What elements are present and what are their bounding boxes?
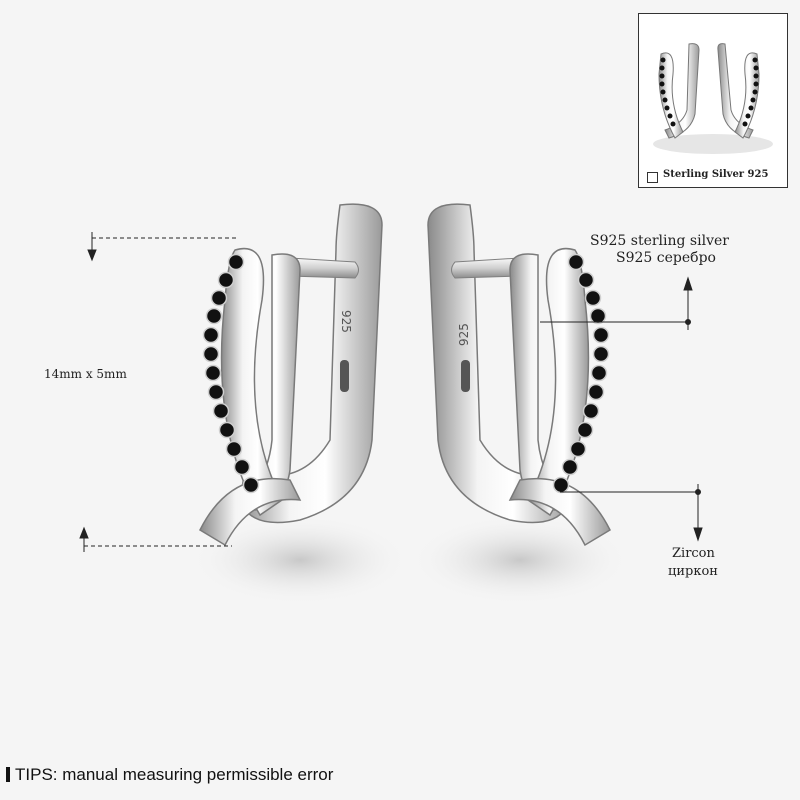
- thumbnail-earrings-image: [653, 43, 773, 154]
- stone-label-ru: циркон: [668, 564, 718, 579]
- color-option-checkbox[interactable]: [647, 172, 658, 183]
- left-earring: 925: [199, 203, 383, 547]
- color-option-thumbnail[interactable]: Sterling Silver 925: [638, 13, 788, 188]
- material-label-ru: S925 серебро: [616, 250, 716, 266]
- tips-text: TIPS: manual measuring permissible error: [15, 765, 334, 784]
- material-callout-line: [540, 276, 693, 330]
- right-earring: 925: [427, 203, 611, 547]
- left-earring-shadow: [190, 515, 410, 605]
- tips-note: TIPS: manual measuring permissible error: [6, 765, 333, 785]
- left-stone-row: [202, 253, 260, 494]
- stone-label-en: Zircon: [672, 546, 715, 561]
- right-engraving: 925: [457, 323, 471, 346]
- size-label: 14mm x 5mm: [44, 367, 127, 381]
- size-dimension-marker: [79, 232, 238, 552]
- right-stone-row: [552, 253, 610, 494]
- material-label-en: S925 sterling silver: [590, 233, 729, 249]
- color-option-caption: Sterling Silver 925: [663, 169, 769, 180]
- left-engraving: 925: [339, 310, 353, 333]
- tips-bullet-icon: [6, 767, 10, 782]
- right-earring-shadow: [410, 515, 630, 605]
- stone-callout-line: [560, 484, 703, 542]
